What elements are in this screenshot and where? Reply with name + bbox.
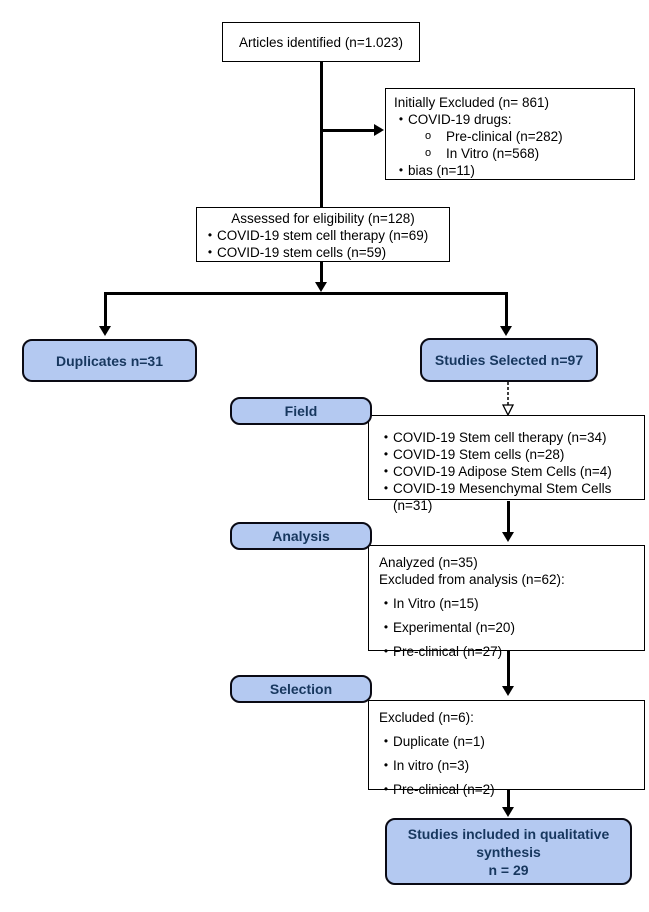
- articles-identified-box: Articles identified (n=1.023): [222, 22, 420, 62]
- circle-bullet-icon: o: [424, 130, 432, 142]
- arrowhead-down-icon: [315, 282, 327, 292]
- analysis-list-box: Analyzed (n=35) Excluded from analysis (…: [368, 545, 645, 659]
- bullet-icon: •: [383, 758, 389, 772]
- bullet-icon: •: [383, 620, 389, 634]
- list-item: • Pre-clinical (n=2): [379, 781, 638, 798]
- selection-stage-label: Selection: [230, 675, 372, 703]
- bullet-icon: •: [383, 734, 389, 748]
- list-item: • Duplicate (n=1): [379, 733, 638, 750]
- list-item: o Pre-clinical (n=282): [420, 128, 626, 145]
- bullet-icon: •: [383, 782, 389, 796]
- studies-included-box: Studies included in qualitative synthesi…: [385, 818, 632, 885]
- connector-branch-to-excluded: [320, 129, 375, 132]
- list-item-text: COVID-19 stem cells (n=59): [217, 245, 387, 260]
- bullet-icon: •: [207, 245, 213, 259]
- bullet-icon: •: [383, 644, 389, 658]
- list-item-text: In Vitro (n=568): [446, 146, 540, 161]
- list-item: • In vitro (n=3): [379, 757, 638, 774]
- list-item-text: In vitro (n=3): [393, 758, 470, 773]
- initially-excluded-box: Initially Excluded (n= 861) • COVID-19 d…: [385, 88, 635, 180]
- arrowhead-down-icon: [500, 326, 512, 336]
- connector-to-duplicates: [104, 292, 107, 327]
- arrowhead-down-icon: [502, 807, 514, 817]
- bullet-icon: •: [383, 481, 389, 495]
- bullet-icon: •: [383, 430, 389, 444]
- arrowhead-down-icon: [99, 326, 111, 336]
- list-item: • COVID-19 Stem cells (n=28): [379, 446, 638, 463]
- bullet-icon: •: [383, 447, 389, 461]
- connector-split-horizontal: [104, 292, 508, 295]
- connector-field-to-analysis: [507, 501, 510, 534]
- assessed-title: Assessed for eligibility (n=128): [231, 211, 415, 226]
- list-item: • COVID-19 drugs:: [394, 111, 626, 128]
- duplicates-label: Duplicates n=31: [56, 352, 163, 369]
- selection-list-box: Excluded (n=6): • Duplicate (n=1) • In v…: [368, 700, 645, 797]
- list-item: • COVID-19 Adipose Stem Cells (n=4): [379, 463, 638, 480]
- field-list-box: • COVID-19 Stem cell therapy (n=34) • CO…: [368, 415, 645, 513]
- arrowhead-down-icon: [502, 686, 514, 696]
- list-item: • bias (n=11): [394, 162, 626, 179]
- list-item-text: COVID-19 stem cell therapy (n=69): [217, 228, 429, 243]
- connector-articles-to-assessed: [320, 62, 323, 207]
- articles-identified-label: Articles identified (n=1.023): [239, 34, 403, 50]
- dashed-arrow-icon: [501, 382, 515, 416]
- connector-assessed-down: [320, 262, 323, 285]
- analysis-line: Analyzed (n=35): [379, 555, 478, 570]
- initially-excluded-title: Initially Excluded (n= 861): [394, 95, 549, 110]
- list-item: • In Vitro (n=15): [379, 595, 638, 612]
- list-item-text: Duplicate (n=1): [393, 734, 485, 749]
- list-item-text: COVID-19 Mesenchymal Stem Cells (n=31): [393, 481, 612, 513]
- duplicates-box: Duplicates n=31: [22, 339, 197, 382]
- list-item-text: Experimental (n=20): [393, 620, 515, 635]
- field-label-text: Field: [284, 403, 318, 419]
- list-item-text: Pre-clinical (n=282): [446, 129, 563, 144]
- bullet-icon: •: [398, 163, 404, 177]
- list-item-text: Pre-clinical (n=27): [393, 644, 503, 659]
- list-item-text: COVID-19 drugs:: [408, 112, 512, 127]
- connector-analysis-to-selection: [507, 651, 510, 687]
- studies-included-text: Studies included in qualitative synthesi…: [407, 825, 610, 860]
- list-item: • Pre-clinical (n=27): [379, 643, 638, 660]
- list-item: • COVID-19 stem cells (n=59): [203, 244, 443, 261]
- list-item-text: COVID-19 Stem cell therapy (n=34): [393, 430, 607, 445]
- analysis-line: Excluded from analysis (n=62):: [379, 572, 565, 587]
- bullet-icon: •: [383, 464, 389, 478]
- assessed-box: Assessed for eligibility (n=128) • COVID…: [196, 207, 450, 262]
- list-item: • COVID-19 stem cell therapy (n=69): [203, 227, 443, 244]
- connector-to-selected: [505, 292, 508, 327]
- studies-included-count: n = 29: [488, 861, 529, 878]
- selection-title: Excluded (n=6):: [379, 710, 474, 725]
- list-item: • COVID-19 Mesenchymal Stem Cells (n=31): [379, 480, 638, 514]
- list-item-text: In Vitro (n=15): [393, 596, 479, 611]
- list-item: • Experimental (n=20): [379, 619, 638, 636]
- selection-label-text: Selection: [269, 681, 333, 697]
- analysis-stage-label: Analysis: [230, 522, 372, 550]
- studies-selected-label: Studies Selected n=97: [434, 352, 584, 368]
- analysis-label-text: Analysis: [272, 528, 330, 544]
- list-item-text: COVID-19 Adipose Stem Cells (n=4): [393, 464, 612, 479]
- list-item-text: bias (n=11): [408, 163, 475, 178]
- bullet-icon: •: [383, 596, 389, 610]
- list-item: o In Vitro (n=568): [420, 145, 626, 162]
- arrowhead-right-icon: [374, 124, 384, 136]
- list-item-text: COVID-19 Stem cells (n=28): [393, 447, 565, 462]
- studies-selected-box: Studies Selected n=97: [420, 338, 598, 382]
- list-item-text: Pre-clinical (n=2): [393, 782, 495, 797]
- field-stage-label: Field: [230, 397, 372, 425]
- arrowhead-down-icon: [502, 532, 514, 542]
- connector-selection-to-included: [507, 790, 510, 809]
- bullet-icon: •: [207, 228, 213, 242]
- list-item: • COVID-19 Stem cell therapy (n=34): [379, 429, 638, 446]
- circle-bullet-icon: o: [424, 147, 432, 159]
- bullet-icon: •: [398, 112, 404, 126]
